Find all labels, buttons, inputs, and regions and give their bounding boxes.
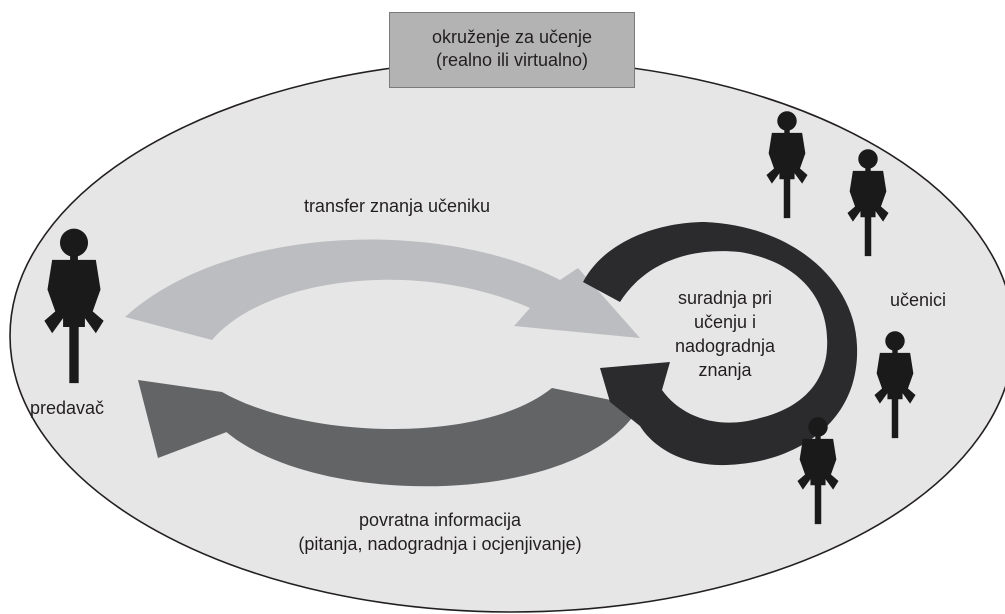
environment-label-line1: okruženje za učenje xyxy=(431,27,593,47)
transfer-arrow xyxy=(125,239,640,340)
collaboration-label: suradnja pri učenju i nadogradnja znanja xyxy=(650,286,800,382)
collaboration-label-line2: učenju i xyxy=(693,312,757,332)
feedback-label: povratna informacija (pitanja, nadogradn… xyxy=(240,508,640,556)
learning-environment-box: okruženje za učenje (realno ili virtualn… xyxy=(389,12,635,88)
collaboration-label-line1: suradnja pri xyxy=(677,288,773,308)
collaboration-label-line3: nadogradnja xyxy=(674,336,776,356)
feedback-arrow xyxy=(138,380,640,487)
feedback-label-line2: (pitanja, nadogradnja i ocjenjivanje) xyxy=(298,534,582,554)
collaboration-cycle-arrow xyxy=(583,222,858,466)
environment-label-line2: (realno ili virtualno) xyxy=(435,50,589,70)
teacher-label: predavač xyxy=(30,398,105,418)
transfer-label: transfer znanja učeniku xyxy=(303,196,491,216)
collaboration-label-line4: znanja xyxy=(698,360,752,380)
students-label: učenici xyxy=(889,290,947,310)
feedback-label-line1: povratna informacija xyxy=(358,510,522,530)
